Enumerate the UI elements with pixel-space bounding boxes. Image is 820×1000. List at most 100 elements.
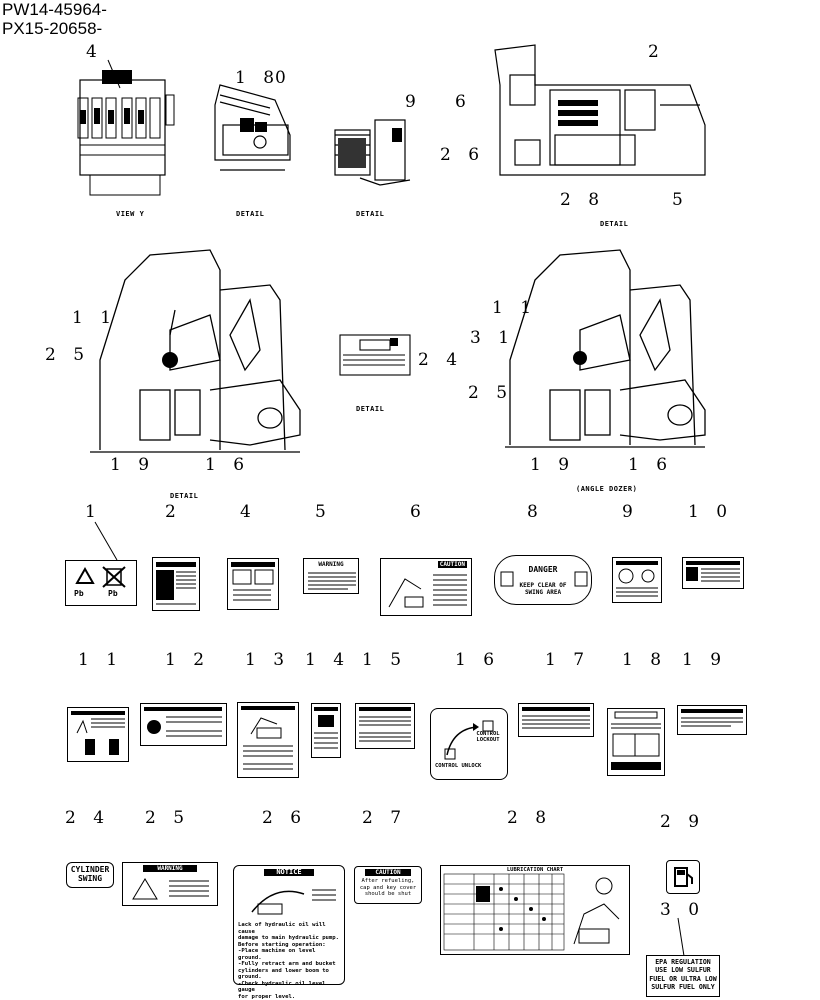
- part-number-6: 6: [410, 502, 427, 522]
- leader-30: [677, 917, 685, 957]
- caption-detail-d: DETAIL: [170, 492, 199, 500]
- part-number-16: 1 6: [455, 650, 501, 670]
- part-number-5: 5: [315, 502, 332, 522]
- part-number-26: 2 6: [262, 808, 308, 828]
- callout-11b: 1 1: [492, 298, 538, 318]
- caption-detail-c: DETAIL: [600, 220, 629, 228]
- callout-24: 2 4: [418, 350, 464, 370]
- decal-1-pb-left: Pb: [74, 589, 84, 598]
- decal-8-danger: DANGER KEEP CLEAR OF SWING AREA: [494, 555, 592, 605]
- decal-26-title: NOTICE: [264, 869, 314, 876]
- part-number-4: 4: [240, 502, 257, 522]
- decal-28-lubrication-chart: LUBRICATION CHART: [440, 865, 630, 955]
- callout-18: 1 8: [235, 68, 281, 88]
- callout-10: 0: [275, 68, 292, 88]
- decal-17: [518, 703, 594, 737]
- decal-5-warning: WARNING: [303, 558, 359, 594]
- decal-15: [355, 703, 415, 749]
- decal-25-warning: WARNING: [122, 862, 218, 906]
- part-number-2: 2: [165, 502, 182, 522]
- callout-19b: 1 9: [530, 455, 576, 475]
- decal-11: [67, 707, 129, 762]
- callout-16b: 1 6: [628, 455, 674, 475]
- decal-24-cylinder-swing: CYLINDER SWING: [66, 862, 114, 888]
- part-number-11: 1 1: [78, 650, 124, 670]
- callout-4: 4: [86, 42, 103, 62]
- decal-6-title: CAUTION: [437, 561, 467, 568]
- callout-5: 5: [672, 190, 689, 210]
- decal-16-control-lockout: CONTROL LOCKOUT CONTROL UNLOCK: [430, 708, 508, 780]
- decal-19: [677, 705, 747, 735]
- decal-26-notice: NOTICE Lack of hydraulic oil will cause …: [233, 865, 345, 1000]
- decal-5-title: WARNING: [318, 561, 344, 568]
- detail-18-10-drawing: [214, 84, 291, 171]
- decal-9: [612, 557, 662, 603]
- part-number-27: 2 7: [362, 808, 408, 828]
- serial-range-2: PX15-20658-: [2, 19, 103, 38]
- callout-9: 9: [405, 92, 422, 112]
- decal-27-title: CAUTION: [365, 869, 411, 876]
- decal-18: [607, 708, 665, 776]
- callout-11a: 1 1: [72, 308, 118, 328]
- detail-9-drawing: [334, 119, 411, 186]
- part-number-1: 1: [85, 502, 102, 522]
- decal-29-fuel: [666, 860, 700, 894]
- decal-2: [152, 557, 200, 611]
- decal-16-lock-label: CONTROL LOCKOUT: [476, 731, 500, 743]
- part-number-25: 2 5: [145, 808, 191, 828]
- caption-detail-e: DETAIL: [356, 405, 385, 413]
- decal-25-title: WARNING: [143, 865, 197, 872]
- callout-19a: 1 9: [110, 455, 156, 475]
- decal-27-body: After refueling, cap and key cover shoul…: [359, 878, 417, 897]
- decal-30-text: EPA REGULATION USE LOW SULFUR FUEL OR UL…: [649, 958, 717, 992]
- decal-30-epa: EPA REGULATION USE LOW SULFUR FUEL OR UL…: [646, 955, 720, 997]
- decal-14: [311, 703, 341, 758]
- serial-range-1: PW14-45964-: [2, 0, 107, 19]
- decal-1-pb-right: Pb: [108, 589, 118, 598]
- decal-27-caution: CAUTION After refueling, cap and key cov…: [354, 866, 422, 904]
- detail-24-drawing: [339, 334, 411, 376]
- caption-detail-a: DETAIL: [236, 210, 265, 218]
- part-number-9: 9: [622, 502, 639, 522]
- decal-26-body: Lack of hydraulic oil will cause damage …: [238, 922, 340, 1000]
- callout-6: 6: [455, 92, 472, 112]
- decal-8-title: DANGER: [528, 565, 558, 574]
- decal-6-caution: CAUTION: [380, 558, 472, 616]
- part-number-17: 1 7: [545, 650, 591, 670]
- callout-25a: 2 5: [45, 345, 91, 365]
- callout-31: 3 1: [470, 328, 516, 348]
- part-number-29: 2 9: [660, 812, 706, 832]
- part-number-13: 1 3: [245, 650, 291, 670]
- part-number-18: 1 8: [622, 650, 668, 670]
- part-number-28: 2 8: [507, 808, 553, 828]
- callout-16a: 1 6: [205, 455, 251, 475]
- decal-28-title: LUBRICATION CHART: [506, 867, 564, 873]
- cab-right-drawing: [505, 249, 706, 448]
- part-number-8: 8: [527, 502, 544, 522]
- cab-left-drawing: [90, 249, 301, 453]
- decal-4: [227, 558, 279, 610]
- callout-26: 2 6: [440, 145, 486, 165]
- decal-10: [682, 557, 744, 589]
- decal-1-recycle: Pb Pb: [65, 560, 137, 606]
- part-number-19: 1 9: [682, 650, 728, 670]
- callout-28: 2 8: [560, 190, 606, 210]
- part-number-10: 1 0: [688, 502, 734, 522]
- decal-13: [237, 702, 299, 778]
- part-number-14: 1 4: [305, 650, 351, 670]
- part-number-12: 1 2: [165, 650, 211, 670]
- part-number-30: 3 0: [660, 900, 706, 920]
- part-number-15: 1 5: [362, 650, 408, 670]
- leader-1: [94, 521, 118, 561]
- view-y-drawing: [77, 59, 175, 196]
- decal-8-body: KEEP CLEAR OF SWING AREA: [519, 582, 567, 596]
- caption-detail-b: DETAIL: [356, 210, 385, 218]
- callout-25b: 2 5: [468, 383, 514, 403]
- callout-2: 2: [648, 42, 665, 62]
- detail-engine-drawing: [494, 44, 706, 176]
- decal-16-unlock-label: CONTROL UNLOCK: [435, 763, 482, 769]
- caption-view-y: VIEW Y: [116, 210, 145, 218]
- part-number-24: 2 4: [65, 808, 111, 828]
- caption-angle-dozer: (ANGLE DOZER): [576, 485, 638, 493]
- decal-24-text: CYLINDER SWING: [70, 865, 110, 883]
